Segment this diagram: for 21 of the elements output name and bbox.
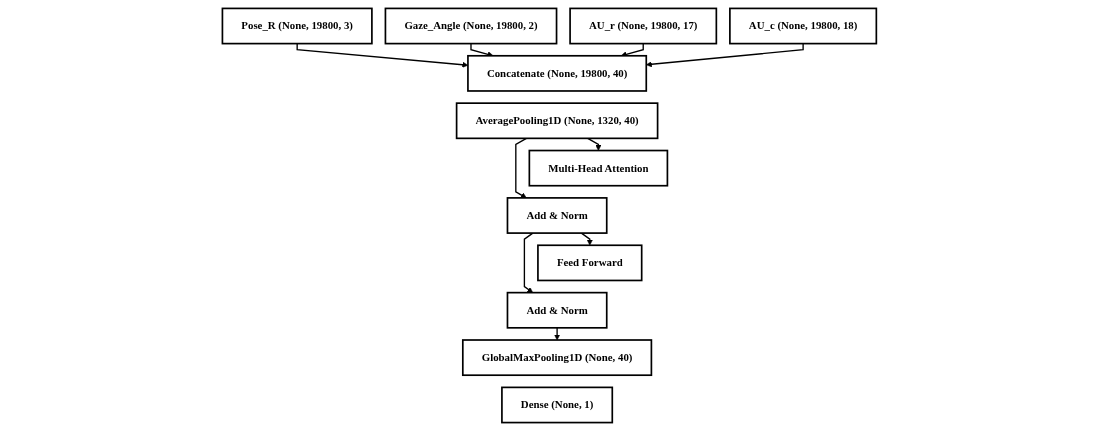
arrow [645,42,804,67]
node-box: Multi-Head Attention [528,149,668,187]
arrow [469,42,493,57]
arrow [586,137,601,151]
node-box: GlobalMaxPooling1D (None, 40) [461,338,652,376]
node-box: Dense (None, 1) [500,386,613,423]
arrow [514,137,527,198]
arrow [553,326,560,340]
node-box: AveragePooling1D (None, 1320, 40) [455,101,659,139]
node-box: Add & Norm [506,291,608,329]
arrow [580,231,593,246]
node-box: Add & Norm [506,196,608,234]
arrow [296,42,468,68]
node-box: Pose_R (None, 19800, 3) [221,7,373,44]
node-box: AU_c (None, 19800, 18) [728,7,877,44]
node-box: Gaze_Angle (None, 19800, 2) [384,7,557,44]
node-box: Concatenate (None, 19800, 40) [466,54,647,92]
arrow [620,42,644,57]
node-box: Feed Forward [536,243,643,281]
node-box: AU_r (None, 19800, 17) [568,7,717,44]
arrow [523,231,534,293]
